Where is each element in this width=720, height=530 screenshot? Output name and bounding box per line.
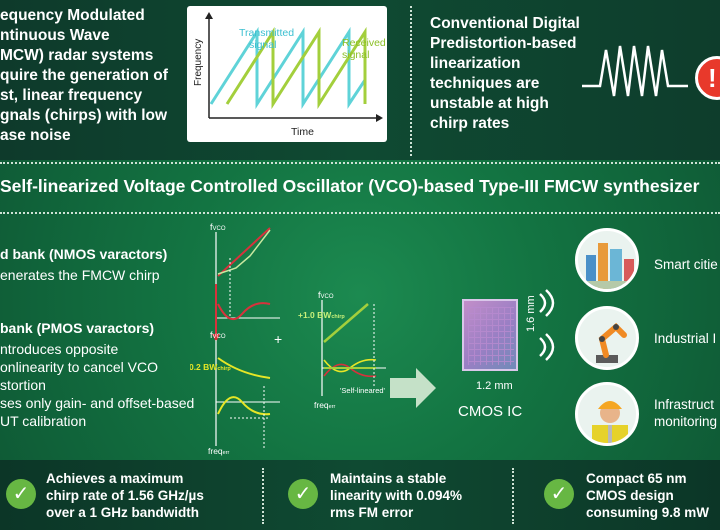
intro-line: quire the generation of <box>0 67 168 84</box>
problem-line: unstable at high <box>430 95 549 112</box>
app-label-smart-cities: Smart citie <box>654 256 718 273</box>
cmos-ic-label: CMOS IC <box>458 403 523 420</box>
feature-line: consuming 9.8 mW <box>586 505 710 520</box>
intro-line: gnals (chirps) with low <box>0 107 168 124</box>
chip-width-label: 1.2 mm <box>476 380 513 392</box>
problem-line: chirp rates <box>430 115 510 132</box>
lower-chirp-yellow <box>217 357 271 379</box>
upper-arrowhead <box>212 334 220 342</box>
app-label-line: Infrastruct <box>654 397 715 412</box>
intro-line: st, linear frequency <box>0 87 143 104</box>
app-label-infrastructure: Infrastruct monitoring <box>654 396 717 430</box>
transmitted-label-2: signal <box>249 39 276 51</box>
bank2-line: stortion <box>0 377 46 393</box>
bank2-title: bank (PMOS varactors) <box>0 320 155 336</box>
problem-line: techniques are <box>430 75 540 92</box>
bank1-line: enerates the FMCW chirp <box>0 267 160 283</box>
top-divider <box>410 6 412 156</box>
dpd-problem-text: Conventional Digital Predistortion-based… <box>430 14 610 134</box>
lower-freq-err-label: freqerr <box>208 446 230 456</box>
feature-line: Compact 65 nm <box>586 471 687 486</box>
bank1-description: enerates the FMCW chirp <box>0 266 160 284</box>
problem-line: Predistortion-based <box>430 35 577 52</box>
bank2-line: onlinearity to cancel VCO <box>0 359 158 375</box>
feature-divider <box>262 468 264 524</box>
received-label: Received <box>342 37 386 49</box>
feature-compact: Compact 65 nm CMOS design consuming 9.8 … <box>586 470 709 521</box>
minus-bw-label: −0.2 BWchirp <box>190 362 231 372</box>
problem-line: Conventional Digital <box>430 15 580 32</box>
check-icon: ✓ <box>544 479 574 509</box>
feature-linearity: Maintains a stable linearity with 0.094%… <box>330 470 462 521</box>
bank2-description: ntroduces opposite onlinearity to cancel… <box>0 340 194 430</box>
bank2-line: UT calibration <box>0 413 87 429</box>
transmitted-signal-line <box>209 26 367 110</box>
intro-line: MCW) radar systems <box>0 47 154 64</box>
cmos-chip-photo <box>462 299 518 371</box>
chirp-chart: Transmitted signal Received signal Frequ… <box>187 6 387 142</box>
intro-line: ntinuous Wave <box>0 27 110 44</box>
section-divider-title <box>0 212 720 214</box>
feature-line: Maintains a stable <box>330 471 447 486</box>
plus-bw-label: +1.0 BWchirp <box>298 310 345 320</box>
section-divider-top <box>0 162 720 164</box>
upper-chirp-red <box>217 227 271 277</box>
x-axis-label: Time <box>291 126 314 138</box>
combined-curve-red <box>323 363 377 378</box>
unstable-chirp-icon <box>582 45 688 97</box>
combined-fvco-label: fVCO <box>318 290 334 300</box>
check-icon: ✓ <box>288 479 318 509</box>
upper-fvco-label: fVCO <box>210 222 226 232</box>
bank2-line: ntroduces opposite <box>0 341 119 357</box>
bank1-title: d bank (NMOS varactors) <box>0 246 168 262</box>
upper-chirp-nonlinear <box>217 229 271 275</box>
self-lineared-label: 'Self-lineared' <box>340 386 386 395</box>
x-axis-arrow <box>376 114 383 122</box>
feature-chirp-rate: Achieves a maximum chirp rate of 1.56 GH… <box>46 470 204 521</box>
feature-line: rms FM error <box>330 505 414 520</box>
upper-error-curve <box>217 302 271 321</box>
feature-line: Achieves a maximum <box>46 471 184 486</box>
feature-line: over a 1 GHz bandwidth <box>46 505 200 520</box>
problem-line: linearization <box>430 55 521 72</box>
feature-line: CMOS design <box>586 488 674 503</box>
combined-linear-chirp <box>323 303 369 343</box>
feature-line: chirp rate of 1.56 GHz/µs <box>46 488 204 503</box>
app-label-line: monitoring <box>654 414 718 429</box>
linearization-diagram: fVCO + fVCO −0.2 BWchirp freqerr fVCO +1… <box>190 222 436 456</box>
feature-line: linearity with 0.094% <box>330 488 463 503</box>
city-icon <box>575 228 639 292</box>
app-label-industrial: Industrial I <box>654 330 716 347</box>
features-bar: ✓ Achieves a maximum chirp rate of 1.56 … <box>0 460 720 530</box>
y-axis-label: Frequency <box>193 39 204 86</box>
y-axis-arrow <box>205 12 213 19</box>
robot-arm-icon <box>575 306 639 370</box>
transmitted-label: Transmitted <box>239 27 294 39</box>
arrow-to-chip <box>390 368 436 408</box>
wireless-signal-icon <box>539 333 555 361</box>
engineer-icon <box>575 382 639 446</box>
bank2-line: ses only gain- and offset-based <box>0 395 195 411</box>
warning-icon: ! <box>695 56 720 100</box>
received-signal-line <box>225 26 367 110</box>
combined-freq-err-label: freqerr <box>314 400 336 410</box>
plus-sign: + <box>274 331 282 347</box>
top-band: equency Modulated ntinuous Wave MCW) rad… <box>0 0 720 160</box>
feature-divider <box>512 468 514 524</box>
app-label-line: Smart citie <box>654 257 718 272</box>
chirp-chart-svg: Transmitted signal Received signal Frequ… <box>193 12 386 138</box>
synthesizer-section: Self-linearized Voltage Controlled Oscil… <box>0 160 720 460</box>
app-label-line: Industrial I <box>654 331 717 346</box>
combined-curve-yellow <box>323 358 377 373</box>
section-title: Self-linearized Voltage Controlled Oscil… <box>0 176 700 196</box>
lower-error-curve <box>217 396 271 416</box>
intro-line: equency Modulated <box>0 7 145 24</box>
lower-fvco-label: fVCO <box>210 330 226 340</box>
check-icon: ✓ <box>6 479 36 509</box>
received-label-2: signal <box>342 49 369 61</box>
intro-line: ase noise <box>0 127 71 144</box>
wireless-signal-icon <box>539 289 555 317</box>
fmcw-intro-text: equency Modulated ntinuous Wave MCW) rad… <box>0 6 190 146</box>
